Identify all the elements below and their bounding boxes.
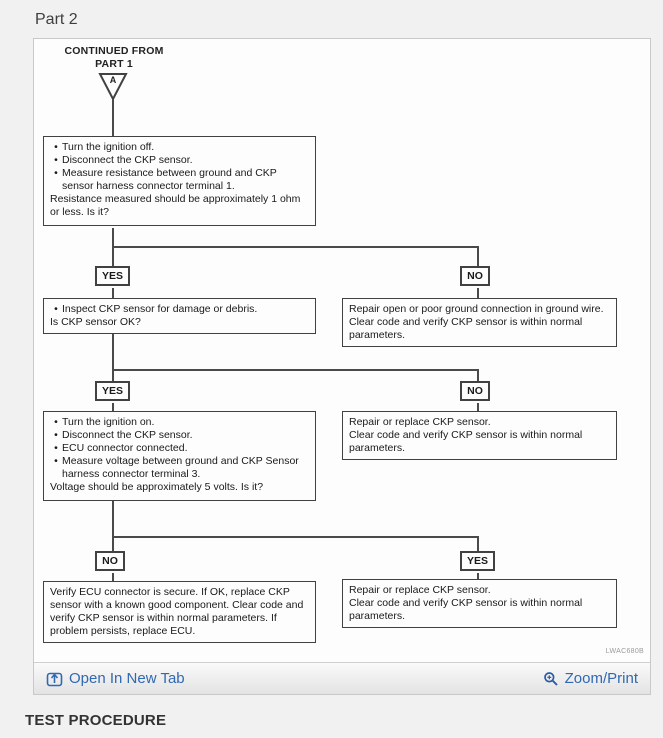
bullet-item: Turn the ignition on. xyxy=(50,416,309,429)
zoom-print-link[interactable]: Zoom/Print xyxy=(543,670,638,687)
open-in-new-tab-icon xyxy=(46,670,63,687)
bullet-dot xyxy=(50,141,62,154)
connector-line xyxy=(112,246,114,266)
flow-box-step2: Turn the ignition on. Disconnect the CKP… xyxy=(43,411,316,501)
branch-label-yes: YES xyxy=(95,381,131,401)
open-in-new-tab-label: Open In New Tab xyxy=(69,670,185,687)
connector-line xyxy=(477,403,479,411)
magnifier-icon xyxy=(543,671,559,687)
connector-line xyxy=(112,501,114,536)
branch-label-yes: YES xyxy=(460,551,496,571)
question-text: Resistance measured should be approximat… xyxy=(50,193,301,218)
flow-box-repair-replace-no: Repair or replace CKP sensor. Clear code… xyxy=(342,411,617,460)
box-text: Clear code and verify CKP sensor is with… xyxy=(349,597,583,622)
connector-line xyxy=(112,369,114,381)
bullet-dot xyxy=(50,303,62,316)
connector-line xyxy=(112,573,114,581)
branch-label-no: NO xyxy=(460,266,490,286)
box-text: Repair open or poor ground connection in… xyxy=(349,303,604,341)
diagram-toolbar: Open In New Tab Zoom/Print xyxy=(34,662,650,694)
bullet-item: Turn the ignition off. xyxy=(50,141,309,154)
box-text: Repair or replace CKP sensor. xyxy=(349,584,491,596)
branch-label-no: NO xyxy=(460,381,490,401)
connector-line xyxy=(477,573,479,579)
bullet-dot xyxy=(50,429,62,442)
zoom-print-label: Zoom/Print xyxy=(564,670,638,687)
box-text: Verify ECU connector is secure. If OK, r… xyxy=(50,586,304,637)
connector-line xyxy=(112,246,479,248)
connector-line xyxy=(112,228,114,246)
bullet-dot xyxy=(50,442,62,455)
flowchart-canvas: CONTINUED FROM PART 1 A Tu xyxy=(34,39,650,663)
flow-box-repair-replace-yes: Repair or replace CKP sensor. Clear code… xyxy=(342,579,617,628)
connector-line xyxy=(112,369,479,371)
continued-from-line2: PART 1 xyxy=(95,58,133,70)
bullet-item: Measure resistance between ground and CK… xyxy=(50,167,309,193)
connector-line xyxy=(112,536,479,538)
bullet-text: Disconnect the CKP sensor. xyxy=(62,154,193,166)
open-in-new-tab-link[interactable]: Open In New Tab xyxy=(46,670,185,687)
bullet-text: Measure resistance between ground and CK… xyxy=(62,167,277,192)
branch-label-yes: YES xyxy=(95,266,131,286)
bullet-text: Inspect CKP sensor for damage or debris. xyxy=(62,303,258,315)
connector-line xyxy=(112,536,114,551)
bullet-text: ECU connector connected. xyxy=(62,442,188,454)
flow-box-verify-ecu: Verify ECU connector is secure. If OK, r… xyxy=(43,581,316,643)
connector-line xyxy=(112,99,114,136)
connector-line xyxy=(112,288,114,298)
flow-box-inspect: Inspect CKP sensor for damage or debris.… xyxy=(43,298,316,334)
connector-line xyxy=(477,536,479,551)
connector-line xyxy=(477,288,479,298)
bullet-item: Disconnect the CKP sensor. xyxy=(50,154,309,167)
connector-a-icon: A xyxy=(98,72,128,102)
box-text: Clear code and verify CKP sensor is with… xyxy=(349,429,583,454)
bullet-text: Turn the ignition on. xyxy=(62,416,155,428)
diagram-watermark: LWAC680B xyxy=(605,648,644,655)
bullet-text: Turn the ignition off. xyxy=(62,141,155,153)
flow-box-step1: Turn the ignition off. Disconnect the CK… xyxy=(43,136,316,226)
bullet-item: Inspect CKP sensor for damage or debris. xyxy=(50,303,309,316)
bullet-item: Measure voltage between ground and CKP S… xyxy=(50,455,309,481)
bullet-dot xyxy=(50,154,62,167)
diagram-panel: CONTINUED FROM PART 1 A Tu xyxy=(33,38,651,695)
flow-box-repair-ground: Repair open or poor ground connection in… xyxy=(342,298,617,347)
continued-from-line1: CONTINUED FROM xyxy=(64,45,164,57)
question-text: Voltage should be approximately 5 volts.… xyxy=(50,481,264,493)
bullet-text: Measure voltage between ground and CKP S… xyxy=(62,455,299,480)
connector-letter: A xyxy=(109,75,117,85)
connector-line xyxy=(112,403,114,411)
continued-from-label: CONTINUED FROM PART 1 xyxy=(34,45,194,71)
box-text: Repair or replace CKP sensor. xyxy=(349,416,491,428)
page-title: Part 2 xyxy=(35,11,78,28)
bullet-dot xyxy=(50,416,62,429)
bullet-dot xyxy=(50,167,62,193)
bullet-dot xyxy=(50,455,62,481)
connector-line xyxy=(477,246,479,266)
section-heading: TEST PROCEDURE xyxy=(25,712,167,729)
branch-label-no: NO xyxy=(95,551,125,571)
connector-line xyxy=(112,332,114,369)
connector-line xyxy=(477,369,479,381)
bullet-item: Disconnect the CKP sensor. xyxy=(50,429,309,442)
bullet-item: ECU connector connected. xyxy=(50,442,309,455)
bullet-text: Disconnect the CKP sensor. xyxy=(62,429,193,441)
question-text: Is CKP sensor OK? xyxy=(50,316,141,328)
